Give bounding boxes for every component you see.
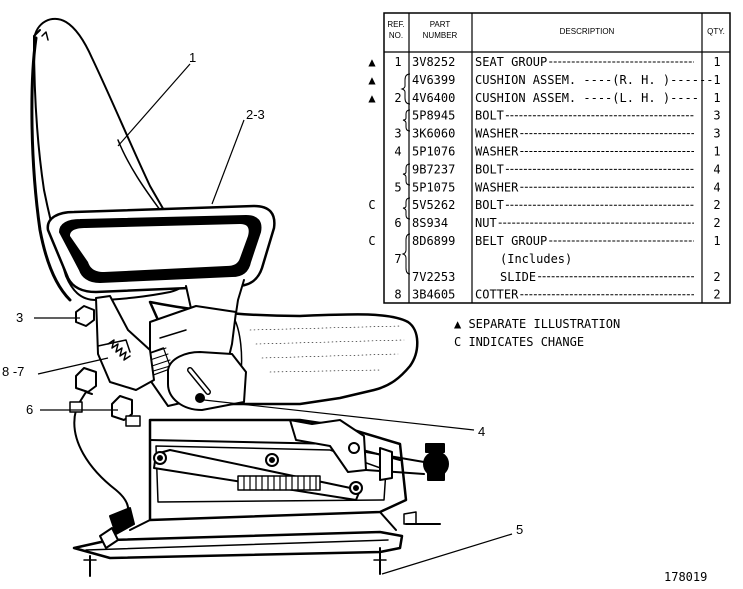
- bolt-6: [111, 395, 133, 421]
- callout-6: 6: [26, 402, 33, 417]
- row-ref-no: 4: [394, 145, 401, 159]
- callout-8-7: 8 -7: [2, 364, 24, 379]
- row-qty: 4: [713, 180, 720, 194]
- row-ref-no: 3: [394, 127, 401, 141]
- row-ref-no: 5: [394, 180, 401, 194]
- row-qty: 1: [713, 91, 720, 105]
- header-part-number-2: NUMBER: [423, 31, 458, 40]
- header-description: DESCRIPTION: [560, 27, 615, 36]
- row-part-number: 9B7237: [412, 162, 455, 176]
- leader-5: [381, 533, 513, 575]
- row-qty: 2: [713, 216, 720, 230]
- row-description: CUSHION ASSEM. ----(R. H. )------: [475, 73, 713, 87]
- slotted-plate: [167, 351, 247, 411]
- row-part-number: 4V6399: [412, 73, 455, 87]
- row-description: CUSHION ASSEM. ----(L. H. )----: [475, 91, 699, 105]
- row-qty: 2: [713, 270, 720, 284]
- row-description: (Includes): [500, 252, 572, 266]
- row-ref-no: 8: [394, 288, 401, 302]
- row-description: BOLT: [475, 109, 504, 123]
- row-qty: 2: [713, 198, 720, 212]
- row-description: WASHER: [475, 180, 519, 194]
- header-ref-no: REF.: [387, 20, 404, 29]
- note-separate-illustration: ▲ SEPARATE ILLUSTRATION: [454, 317, 620, 331]
- row-qty: 1: [713, 145, 720, 159]
- row-mark: ▲: [368, 55, 376, 69]
- row-ref-no: 7: [394, 252, 401, 266]
- row-qty: 1: [713, 55, 720, 69]
- figure-number: 178019: [664, 570, 707, 584]
- bolt-3: [75, 305, 95, 327]
- row-description: SLIDE: [500, 270, 536, 284]
- adjustment-knob-shaft: [365, 451, 425, 463]
- row-description: BOLT: [475, 162, 504, 176]
- row-mark: C: [368, 198, 375, 212]
- row-description: BELT GROUP: [475, 234, 547, 248]
- leader-lines: [34, 63, 513, 575]
- row-qty: 1: [713, 234, 720, 248]
- hatched-rail: [237, 475, 321, 491]
- row-part-number: 5P1076: [412, 145, 455, 159]
- row-qty: 2: [713, 288, 720, 302]
- spring: [107, 339, 131, 361]
- row-part-number: 7V2253: [412, 270, 455, 284]
- callout-2-3: 2-3: [246, 107, 265, 122]
- header-part-number: PART: [430, 20, 451, 29]
- leader-4: [203, 399, 475, 431]
- row-part-number: 4V6400: [412, 91, 455, 105]
- row-ref-no: 6: [394, 216, 401, 230]
- row-ref-no: 2: [394, 91, 401, 105]
- row-ref-no: 1: [394, 55, 401, 69]
- row-part-number: 5V5262: [412, 198, 455, 212]
- leader-1: [117, 63, 191, 147]
- row-description: BOLT: [475, 198, 504, 212]
- callouts: 1 2-3 3 8 -7 6 4 5: [2, 50, 523, 537]
- row-qty: 4: [713, 162, 720, 176]
- callout-4: 4: [478, 424, 485, 439]
- leader-2-3: [211, 119, 245, 205]
- header-qty: QTY.: [707, 27, 725, 36]
- row-description: WASHER: [475, 127, 519, 141]
- row-mark: ▲: [368, 91, 376, 105]
- row-part-number: 5P8945: [412, 109, 455, 123]
- row-qty: 3: [713, 127, 720, 141]
- note-indicates-change: C INDICATES CHANGE: [454, 335, 584, 349]
- header-ref-no-2: NO.: [389, 31, 403, 40]
- row-description: COTTER: [475, 288, 519, 302]
- callout-5: 5: [516, 522, 523, 537]
- row-part-number: 5P1075: [412, 180, 455, 194]
- callout-3: 3: [16, 310, 23, 325]
- row-mark: ▲: [368, 73, 376, 87]
- row-part-number: 3B4605: [412, 288, 455, 302]
- seat-illustration: [30, 17, 449, 577]
- row-part-number: 3K6060: [412, 127, 455, 141]
- row-part-number: 8S934: [412, 216, 448, 230]
- seat-back-seam: [117, 139, 161, 211]
- seat-back-rear-panel: [30, 36, 72, 302]
- bolt-upper-hex: [75, 367, 97, 393]
- recline-lever: [95, 295, 155, 391]
- row-part-number: 3V8252: [412, 55, 455, 69]
- callout-1: 1: [189, 50, 196, 65]
- row-description: SEAT GROUP: [475, 55, 547, 69]
- row-description: NUT: [475, 216, 497, 230]
- row-part-number: 8D6899: [412, 234, 455, 248]
- row-mark: C: [368, 234, 375, 248]
- parts-table: REF. NO. PART NUMBER DESCRIPTION QTY. ▲ 1…: [368, 12, 731, 304]
- row-description: WASHER: [475, 145, 519, 159]
- row-qty: 3: [713, 109, 720, 123]
- leader-8-7: [37, 357, 109, 375]
- row-qty: 1: [713, 73, 720, 87]
